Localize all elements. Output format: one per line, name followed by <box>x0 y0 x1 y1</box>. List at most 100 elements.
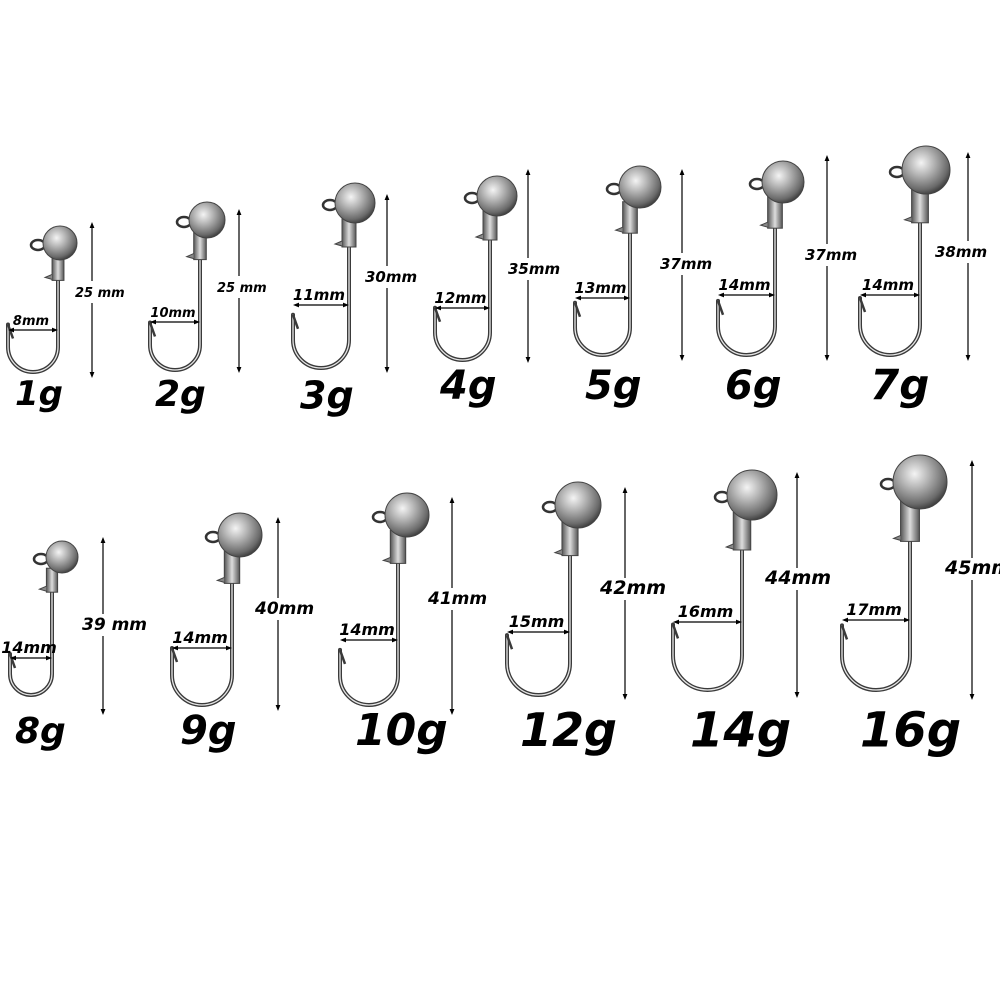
weight-label: 3g <box>300 373 354 417</box>
hook-barb <box>291 314 300 330</box>
gap-label: 15mm <box>509 612 565 631</box>
gap-label: 14mm <box>862 276 914 294</box>
length-label: 35mm <box>508 260 560 278</box>
weight-label: 8g <box>15 711 66 752</box>
jig-head <box>554 481 602 529</box>
bait-keeper <box>903 216 912 223</box>
hook-wire-highlight <box>7 280 59 373</box>
hook-barb <box>505 634 514 650</box>
jig-head <box>901 145 951 195</box>
hook-barb <box>840 624 849 640</box>
gap-label: 11mm <box>293 286 345 304</box>
weight-label: 10g <box>355 705 448 756</box>
length-label: 25 mm <box>217 281 267 296</box>
jig-head <box>45 540 79 574</box>
jig-hook-item: 14mm 40mm 9g <box>170 512 314 754</box>
weight-label: 1g <box>15 374 63 414</box>
gap-label: 10mm <box>150 306 195 321</box>
bait-keeper <box>37 585 47 592</box>
length-label: 44mm <box>764 567 831 589</box>
weight-label: 2g <box>155 374 206 415</box>
bait-keeper <box>333 240 343 247</box>
hook-barb <box>716 300 725 316</box>
hook-wire-highlight <box>149 259 201 371</box>
bait-keeper <box>185 253 194 260</box>
bait-keeper <box>43 273 53 280</box>
gap-label: 12mm <box>434 289 486 307</box>
hook-wire-highlight <box>859 222 921 356</box>
length-label-bg <box>425 588 485 610</box>
hook-wire-highlight <box>841 541 911 691</box>
hook-barb <box>858 297 867 313</box>
jig-hook-item: 14mm 41mm 10g <box>338 492 487 756</box>
length-label: 45mm <box>944 557 1000 579</box>
hook-barb <box>671 624 680 639</box>
bait-keeper <box>474 233 484 240</box>
gap-label: 14mm <box>339 620 395 639</box>
gap-label: 8mm <box>13 314 49 329</box>
length-label-bg <box>252 598 312 620</box>
bait-keeper <box>759 221 768 228</box>
weight-label: 9g <box>180 708 236 754</box>
length-label-bg <box>762 568 822 590</box>
weight-label: 6g <box>725 363 781 409</box>
length-label-bg <box>932 241 992 263</box>
length-label: 39 mm <box>82 615 147 635</box>
length-label-bg <box>802 244 862 266</box>
weight-label: 12g <box>520 703 617 757</box>
bait-keeper <box>614 226 623 233</box>
length-label-bg <box>657 253 717 275</box>
jig-hook-item: 14mm 39 mm 8g <box>1 537 147 752</box>
weight-label: 4g <box>439 363 496 409</box>
jig-hook-item: 10mm 25 mm 2g <box>148 201 274 415</box>
jig-head <box>334 182 376 224</box>
hook-wire-highlight <box>9 592 53 696</box>
hook-wire-highlight <box>171 583 233 706</box>
jig-hook-item: 17mm 45mm 16g <box>840 454 1000 758</box>
length-label: 41mm <box>427 589 487 609</box>
jig-head <box>188 201 226 239</box>
length-label-bg <box>362 266 422 288</box>
length-label-bg <box>505 258 565 280</box>
jig-hook-item: 12mm 35mm 4g <box>433 169 565 409</box>
hook-wire <box>291 245 351 370</box>
length-label-bg <box>79 614 139 636</box>
weight-label: 7g <box>870 361 929 410</box>
gap-label: 14mm <box>172 628 228 647</box>
length-label: 42mm <box>599 577 666 599</box>
jig-head <box>42 225 78 261</box>
gap-label: 13mm <box>574 279 626 297</box>
bait-keeper <box>215 576 225 583</box>
hook-wire-highlight <box>717 228 776 356</box>
jig-head <box>892 454 948 510</box>
jig-hook-item: 15mm 42mm 12g <box>505 481 666 757</box>
hook-wire-highlight <box>506 555 571 696</box>
jig-head <box>476 175 518 217</box>
length-label: 37mm <box>805 246 857 264</box>
gap-label: 14mm <box>1 638 57 657</box>
gap-label: 14mm <box>718 276 770 294</box>
length-label-bg <box>942 558 1000 580</box>
hook-barb <box>338 649 347 665</box>
gap-label: 16mm <box>678 602 734 621</box>
hook-wire-highlight <box>292 247 350 369</box>
length-label: 40mm <box>254 599 314 619</box>
jig-head <box>726 469 778 521</box>
jig-head <box>618 165 662 209</box>
jig-hook-item: 11mm 30mm 3g <box>291 182 422 417</box>
length-label: 30mm <box>365 268 417 286</box>
jig-head <box>761 160 805 204</box>
length-label: 37mm <box>660 255 712 273</box>
hook-barb <box>148 322 157 337</box>
gap-label: 17mm <box>846 600 902 619</box>
bait-keeper <box>892 534 901 541</box>
jig-hook-item: 14mm 37mm 6g <box>716 155 862 409</box>
hook-wire-highlight <box>339 563 399 706</box>
weight-label: 14g <box>690 702 791 758</box>
weight-label: 16g <box>860 702 961 758</box>
